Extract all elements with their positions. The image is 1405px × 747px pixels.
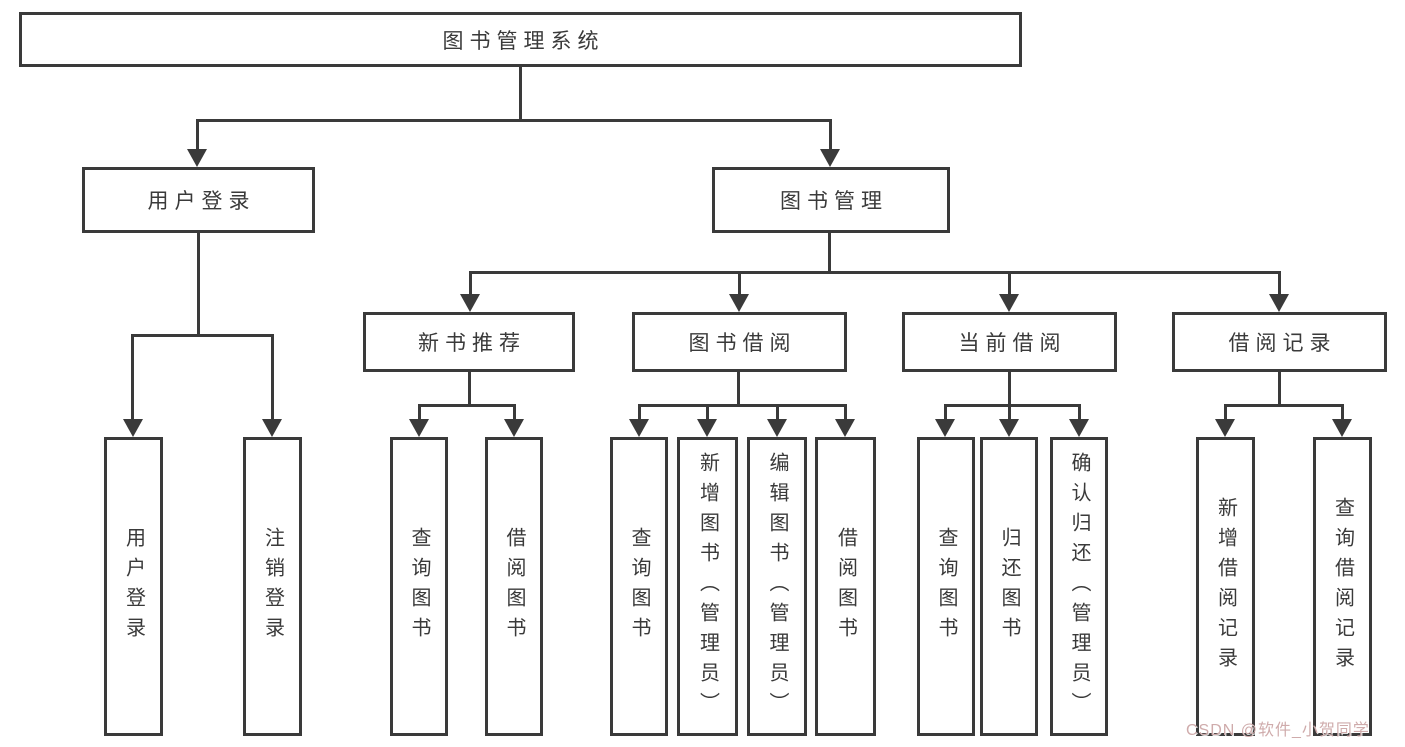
arrowhead-g4c2-icon — [1332, 419, 1352, 437]
leaf-confirm-return-admin-label: 确认归还（管理员） — [1068, 451, 1090, 722]
connector-g2c1-drop — [638, 404, 641, 422]
connector-g1c2-drop — [513, 404, 516, 422]
arrowhead-g3c2-icon — [999, 419, 1019, 437]
connector-current-stem — [1008, 370, 1011, 407]
leaf-borrow-books-1-label: 借阅图书 — [503, 526, 525, 647]
connector-g3c3-drop — [1078, 404, 1081, 422]
leaf-add-borrow-record: 新增借阅记录 — [1196, 437, 1255, 736]
node-borrowing-records-label: 借阅记录 — [1228, 332, 1337, 355]
connector-g2c2-drop — [706, 404, 709, 422]
arrowhead-book-mgmt-icon — [820, 149, 840, 167]
connector-borrow-branch — [638, 404, 847, 407]
connector-g3c2-drop — [1008, 404, 1011, 422]
connector-leaf-logout-drop — [271, 334, 274, 422]
connector-g2c3-drop — [776, 404, 779, 422]
leaf-borrow-books-2: 借阅图书 — [815, 437, 876, 736]
leaf-query-books-3-label: 查询图书 — [935, 526, 957, 647]
leaf-edit-books-admin: 编辑图书（管理员） — [747, 437, 807, 736]
connector-root-stem — [519, 67, 522, 122]
arrowhead-g1c2-icon — [504, 419, 524, 437]
connector-new-books-stem — [468, 370, 471, 407]
arrowhead-g2c1-icon — [629, 419, 649, 437]
node-current-borrowing: 当前借阅 — [902, 312, 1117, 372]
arrowhead-current-icon — [999, 294, 1019, 312]
connector-g4c2-drop — [1341, 404, 1344, 422]
leaf-query-books-2: 查询图书 — [610, 437, 668, 736]
connector-book-mgmt-drop — [829, 119, 832, 153]
node-book-management: 图书管理 — [712, 167, 950, 233]
connector-user-login-drop — [196, 119, 199, 153]
arrowhead-records-icon — [1269, 294, 1289, 312]
node-book-management-label: 图书管理 — [780, 190, 888, 213]
connector-user-login-branch — [131, 334, 274, 337]
arrowhead-g1c1-icon — [409, 419, 429, 437]
node-borrowing-records: 借阅记录 — [1172, 312, 1387, 372]
csdn-watermark: CSDN @软件_小贺同学 — [1186, 722, 1370, 739]
arrowhead-g2c3-icon — [767, 419, 787, 437]
arrowhead-g2c4-icon — [835, 419, 855, 437]
leaf-borrow-books-2-label: 借阅图书 — [834, 526, 857, 647]
leaf-borrow-books-1: 借阅图书 — [485, 437, 543, 736]
arrowhead-user-login-icon — [187, 149, 207, 167]
connector-root-branch — [196, 119, 832, 122]
connector-current-drop — [1008, 271, 1011, 299]
connector-records-drop — [1278, 271, 1281, 299]
connector-user-login-stem — [197, 233, 200, 337]
leaf-query-borrow-record-label: 查询借阅记录 — [1331, 496, 1354, 677]
leaf-user-login: 用户登录 — [104, 437, 163, 736]
arrowhead-new-books-icon — [460, 294, 480, 312]
connector-book-mgmt-branch — [469, 271, 1281, 274]
arrowhead-g4c1-icon — [1215, 419, 1235, 437]
node-new-book-recommend-label: 新书推荐 — [418, 332, 526, 355]
connector-g1c1-drop — [418, 404, 421, 422]
connector-new-books-branch — [418, 404, 516, 407]
connector-g3c1-drop — [944, 404, 947, 422]
node-library-system: 图书管理系统 — [19, 12, 1022, 67]
leaf-query-books-1: 查询图书 — [390, 437, 448, 736]
leaf-add-borrow-record-label: 新增借阅记录 — [1214, 496, 1237, 677]
connector-g4c1-drop — [1224, 404, 1227, 422]
node-book-borrowing-label: 图书借阅 — [688, 332, 797, 355]
leaf-user-login-label: 用户登录 — [122, 526, 145, 647]
node-user-login: 用户登录 — [82, 167, 315, 233]
leaf-query-books-3: 查询图书 — [917, 437, 975, 736]
arrowhead-g3c3-icon — [1069, 419, 1089, 437]
connector-book-mgmt-stem — [828, 233, 831, 274]
connector-records-stem — [1278, 370, 1281, 407]
connector-new-books-drop — [469, 271, 472, 299]
connector-current-branch — [944, 404, 1081, 407]
leaf-logout-label: 注销登录 — [261, 526, 284, 647]
arrowhead-leaf-logout-icon — [262, 419, 282, 437]
arrowhead-g2c2-icon — [697, 419, 717, 437]
arrowhead-borrow-icon — [729, 294, 749, 312]
arrowhead-g3c1-icon — [935, 419, 955, 437]
leaf-confirm-return-admin: 确认归还（管理员） — [1050, 437, 1108, 736]
leaf-return-books-label: 归还图书 — [998, 526, 1020, 647]
connector-borrow-drop — [738, 271, 741, 299]
leaf-return-books: 归还图书 — [980, 437, 1038, 736]
leaf-query-books-1-label: 查询图书 — [408, 526, 430, 647]
node-current-borrowing-label: 当前借阅 — [958, 332, 1067, 355]
leaf-add-books-admin: 新增图书（管理员） — [677, 437, 738, 736]
arrowhead-leaf-login-icon — [123, 419, 143, 437]
node-library-system-label: 图书管理系统 — [442, 29, 605, 53]
leaf-logout: 注销登录 — [243, 437, 302, 736]
connector-leaf-login-drop — [131, 334, 134, 422]
connector-records-branch — [1224, 404, 1344, 407]
connector-borrow-stem — [737, 370, 740, 407]
leaf-edit-books-admin-label: 编辑图书（管理员） — [766, 451, 788, 722]
node-new-book-recommend: 新书推荐 — [363, 312, 575, 372]
leaf-add-books-admin-label: 新增图书（管理员） — [696, 451, 719, 722]
node-user-login-label: 用户登录 — [147, 190, 256, 213]
connector-g2c4-drop — [844, 404, 847, 422]
node-book-borrowing: 图书借阅 — [632, 312, 847, 372]
leaf-query-borrow-record: 查询借阅记录 — [1313, 437, 1372, 736]
leaf-query-books-2-label: 查询图书 — [628, 526, 650, 647]
